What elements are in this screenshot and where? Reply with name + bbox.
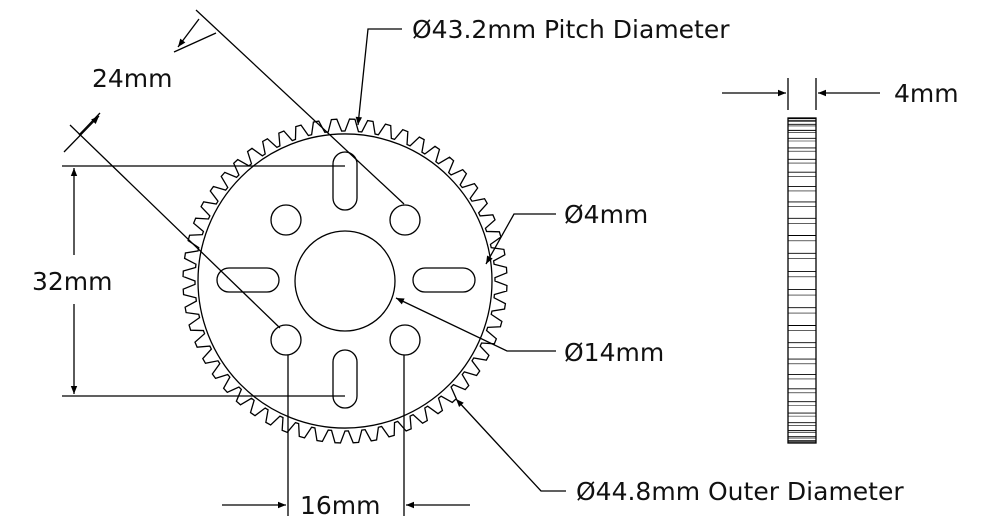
dimension-32mm-label: 32mm (32, 267, 113, 296)
dimension-16mm-label: 16mm (300, 491, 381, 520)
outer-diameter-label: Ø44.8mm Outer Diameter (576, 477, 904, 506)
dimension-32mm: 32mm (32, 165, 345, 397)
dimension-4mm-hole: Ø4mm (485, 200, 648, 265)
bolt-hole-bottom-left (270, 324, 302, 356)
gear-front-view (182, 118, 508, 444)
dimension-pitch-diameter: Ø43.2mm Pitch Diameter (355, 15, 730, 126)
bolt-hole-bottom-right (389, 324, 421, 356)
small-hole-label: Ø4mm (564, 200, 648, 229)
gear-side-view (787, 117, 817, 444)
bolt-hole-top-right (389, 204, 421, 236)
dimension-thickness: 4mm (722, 78, 959, 110)
slot-right (412, 267, 476, 293)
center-bore-label: Ø14mm (564, 338, 664, 367)
dimension-14mm-bore: Ø14mm (395, 297, 664, 367)
dimension-24mm: 24mm (63, 9, 405, 329)
center-bore (294, 230, 396, 332)
side-view-tooth-lines (788, 117, 816, 444)
slot-bottom (332, 349, 358, 409)
dimension-16mm: 16mm (222, 355, 470, 520)
slot-left (216, 267, 280, 293)
slot-top (332, 151, 358, 211)
dimension-outer-diameter: Ø44.8mm Outer Diameter (455, 398, 904, 506)
bolt-hole-top-left (270, 204, 302, 236)
thickness-label: 4mm (894, 79, 959, 108)
gear-root-circle (197, 133, 493, 429)
pitch-diameter-label: Ø43.2mm Pitch Diameter (412, 15, 730, 44)
dimension-24mm-label: 24mm (92, 64, 173, 93)
gear-teeth-outline (182, 118, 508, 444)
